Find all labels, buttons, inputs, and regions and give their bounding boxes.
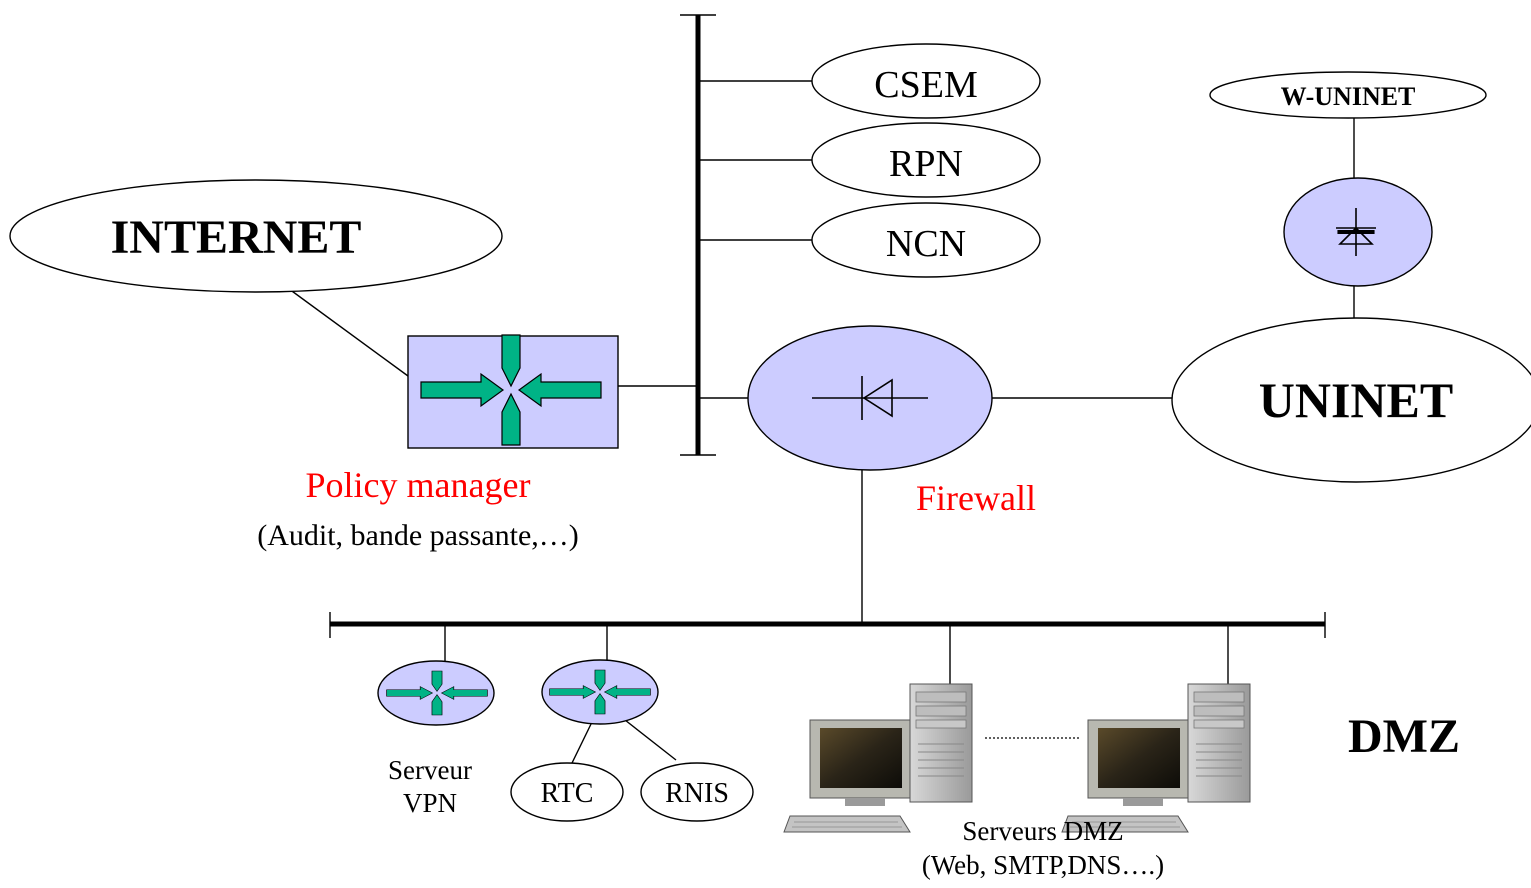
network-rtc: RTC [510,762,624,822]
link-router2-rtc [571,721,593,764]
rnis-label: RNIS [665,778,729,809]
access-router [541,659,659,725]
internet-label: INTERNET [111,211,362,264]
rpn-label: RPN [889,143,963,185]
computer-server-icon [1061,683,1251,833]
connections [269,80,1355,764]
network-ncn: NCN [811,202,1041,278]
computer-server-icon [783,683,973,833]
firewall-label: Firewall [916,478,1036,518]
policy-manager [407,334,619,449]
firewall [747,325,993,471]
network-uninet: UNINET [1171,317,1531,483]
uninet-gateway [1283,177,1433,287]
policy-manager-title: Policy manager [306,465,531,505]
dmz-servers-label-line1: Serveurs DMZ [962,816,1123,846]
csem-label: CSEM [874,64,977,106]
network-rnis: RNIS [640,762,754,822]
link-router2-rnis [624,719,677,761]
vpn-server [377,660,495,726]
dmz-bus [329,612,1326,638]
w-uninet-label: W-UNINET [1281,82,1416,111]
ncn-label: NCN [886,223,966,265]
network-rpn: RPN [811,122,1041,198]
rtc-label: RTC [541,778,594,809]
policy-manager-subtitle: (Audit, bande passante,…) [257,519,579,552]
vpn-server-label-line2: VPN [403,788,457,818]
dmz-zone-label: DMZ [1348,710,1460,763]
network-csem: CSEM [811,43,1041,119]
dmz-servers-label-line2: (Web, SMTP,DNS….) [922,850,1164,880]
vpn-server-label-line1: Serveur [388,755,472,785]
network-w-uninet: W-UNINET [1209,71,1487,119]
backbone-bus [680,14,716,456]
internet-cloud: INTERNET [9,179,503,293]
uninet-label: UNINET [1259,372,1453,428]
